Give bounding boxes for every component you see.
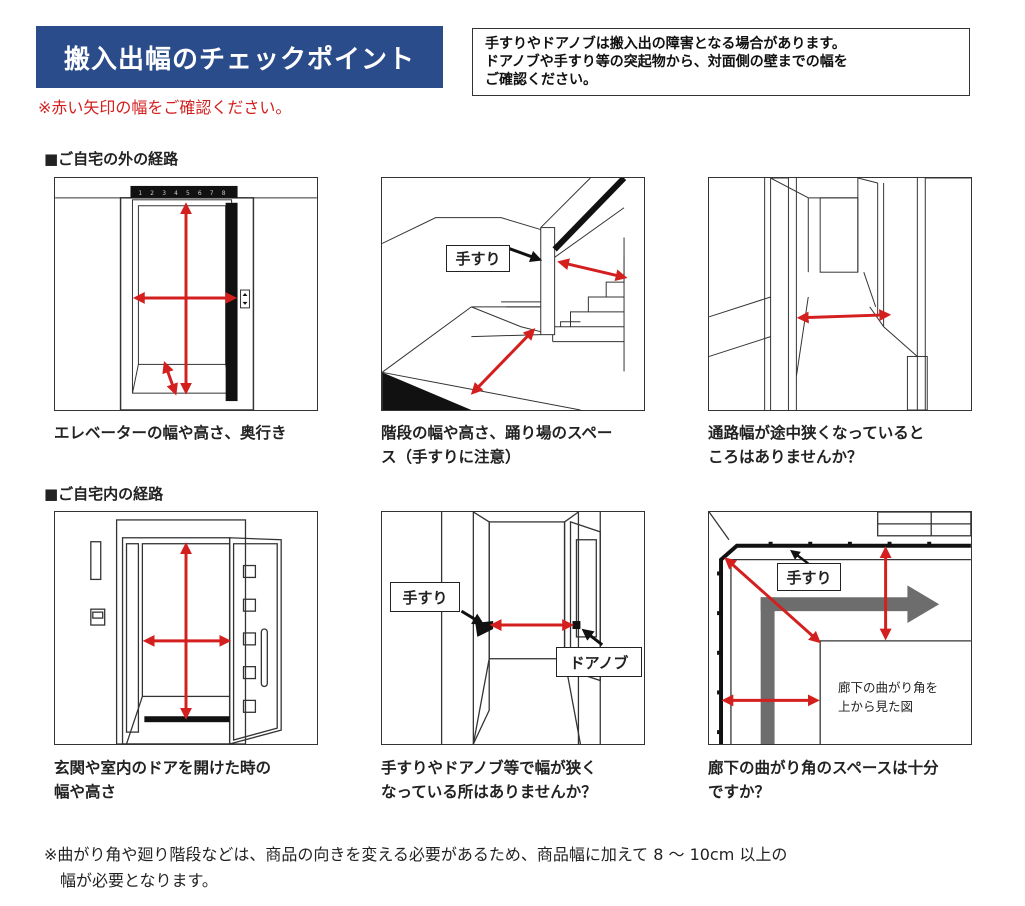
corridor-panel (708, 177, 972, 411)
svg-text:8: 8 (222, 190, 226, 197)
stairs-caption: 階段の幅や高さ、踊り場のスペー ス（手すりに注意） (381, 421, 671, 469)
info-line: ご確認ください。 (485, 72, 597, 88)
stairs-panel (381, 177, 645, 411)
elevator-caption: エレベーターの幅や高さ、奥行き (54, 421, 344, 445)
svg-text:6: 6 (198, 190, 202, 197)
corridor-illustration (709, 178, 971, 410)
top-view-line: 上から見た図 (838, 699, 914, 714)
hallway-panel (381, 511, 645, 745)
svg-text:2: 2 (150, 190, 154, 197)
caption-line: なっている所はありませんか？ (381, 783, 597, 801)
caption-line: 階段の幅や高さ、踊り場のスペー (381, 424, 613, 442)
footer-note: ※曲がり角や廻り階段などは、商品の向きを変える必要があるため、商品幅に加えて 8… (44, 842, 984, 894)
caption-line: 幅や高さ (54, 783, 117, 801)
caption-line: 通路幅が途中狭くなっていると (708, 424, 925, 442)
svg-text:7: 7 (210, 190, 214, 197)
elevator-panel: 1 2 3 4 5 6 7 8 (54, 177, 318, 411)
hallway-caption: 手すりやドアノブ等で幅が狭く なっている所はありませんか？ (381, 756, 671, 804)
svg-text:3: 3 (162, 190, 166, 197)
caption-line: ですか？ (708, 783, 771, 801)
caption-line: 廊下の曲がり角のスペースは十分 (708, 759, 939, 777)
top-view-label: 廊下の曲がり角を 上から見た図 (838, 678, 958, 716)
info-line: 手すりやドアノブは搬入出の障害となる場合があります。 (485, 36, 846, 52)
top-view-line: 廊下の曲がり角を (838, 680, 939, 695)
stairs-illustration (382, 178, 628, 410)
section-inside-title: ■ご自宅内の経路 (44, 485, 164, 503)
elevator-illustration: 1 2 3 4 5 6 7 8 (55, 185, 317, 410)
caption-line: 玄関や室内のドアを開けた時の (54, 759, 272, 777)
entrance-panel (54, 511, 318, 745)
corner-panel (708, 511, 972, 745)
entrance-illustration (90, 519, 282, 744)
svg-text:4: 4 (174, 190, 178, 197)
red-arrow-note: ※赤い矢印の幅をご確認ください。 (38, 98, 292, 117)
info-box: 手すりやドアノブは搬入出の障害となる場合があります。 ドアノブや手すり等の突起物… (472, 28, 970, 96)
caption-line: 手すりやドアノブ等で幅が狭く (381, 759, 597, 777)
caption-line: ス（手すりに注意） (381, 448, 521, 466)
section-outside-title: ■ご自宅の外の経路 (44, 150, 179, 168)
corner-illustration (709, 512, 971, 744)
footer-line: 幅が必要となります。 (44, 871, 218, 890)
corner-caption: 廊下の曲がり角のスペースは十分 ですか？ (708, 756, 998, 804)
svg-text:5: 5 (186, 190, 190, 197)
footer-line: ※曲がり角や廻り階段などは、商品の向きを変える必要があるため、商品幅に加えて 8… (44, 845, 788, 864)
hallway-illustration (440, 512, 604, 744)
entrance-caption: 玄関や室内のドアを開けた時の 幅や高さ (54, 756, 344, 804)
handrail-label: 手すり (777, 563, 841, 591)
doorknob-label: ドアノブ (556, 647, 642, 677)
caption-line: エレベーターの幅や高さ、奥行き (54, 424, 287, 442)
svg-text:1: 1 (138, 190, 142, 197)
corridor-caption: 通路幅が途中狭くなっていると ころはありませんか？ (708, 421, 998, 469)
handrail-label: 手すり (390, 582, 460, 612)
handrail-label: 手すり (446, 245, 510, 272)
caption-line: ころはありませんか？ (708, 448, 863, 466)
page-title: 搬入出幅のチェックポイント (36, 26, 443, 88)
info-line: ドアノブや手すり等の突起物から、対面側の壁までの幅を (485, 54, 848, 70)
